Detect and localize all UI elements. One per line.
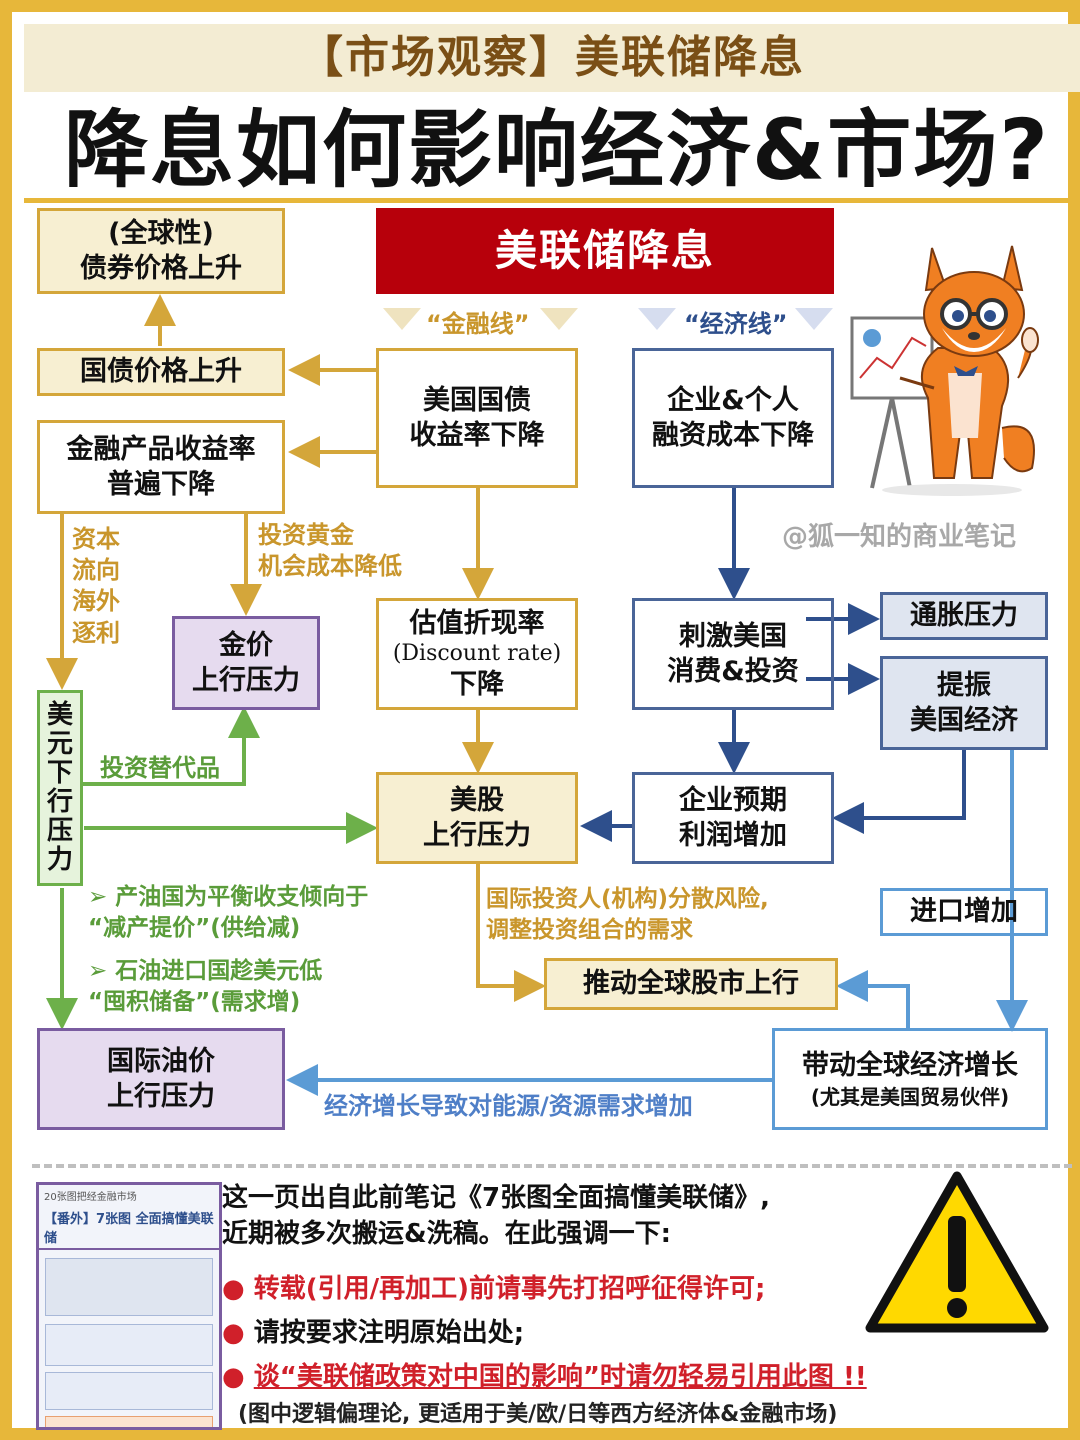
- thumb-title: 【番外】7张图 全面搞懂美联储: [39, 1206, 219, 1250]
- bullet-arrow-icon: ➢: [88, 884, 116, 910]
- watermark: @狐一知的商业笔记: [782, 522, 1017, 552]
- bullet-warning: ● 谈“美联储政策对中国的影响”时请勿轻易引用此图 !!: [222, 1362, 867, 1392]
- global-growth-box: 带动全球经济增长 (尤其是美国贸易伙伴): [772, 1028, 1048, 1130]
- global-stock-box: 推动全球股市上行: [544, 958, 838, 1010]
- discount-rate-down: 下降: [450, 668, 504, 700]
- thumb-header: 20张图把经金融市场: [44, 1192, 137, 1203]
- finance-line-label: “金融线”: [426, 310, 530, 338]
- capital-flow-label: 资本 流向 海外 逐利: [72, 525, 120, 647]
- finance-chevron-right: [540, 308, 578, 330]
- footer-line-1: 这一页出自此前笔记《7张图全面搞懂美联储》,: [222, 1183, 770, 1213]
- alt-investment-label: 投资替代品: [100, 754, 220, 782]
- discount-rate-box: 估值折现率 (Discount rate) 下降: [376, 598, 578, 710]
- footer-intro: 这一页出自此前笔记《7张图全面搞懂美联储》, 近期被多次搬运&洗稿。在此强调一下…: [222, 1180, 872, 1253]
- header: 【市场观察】美联储降息 降息如何影响经济&市场?: [24, 24, 1080, 203]
- header-divider: [24, 198, 1080, 203]
- economy-chevron-left: [638, 308, 676, 330]
- footer-bullets: ● 转载(引用/再加工)前请事先打招呼征得许可; ● 请按要求注明原始出处; ●…: [222, 1268, 1022, 1428]
- bullet-dot-icon: ●: [222, 1274, 254, 1304]
- page-title: 降息如何影响经济&市场?: [64, 101, 1050, 199]
- us-stock-box: 美股 上行压力: [376, 772, 578, 864]
- finance-chevron-left: [383, 308, 421, 330]
- footer-line-2: 近期被多次搬运&洗稿。在此强调一下:: [222, 1219, 672, 1250]
- economy-line-label: “经济线”: [684, 310, 788, 338]
- dollar-pressure-box: 美 元 下 行 压 力: [37, 690, 83, 886]
- oil-producers-label: ➢ 产油国为平衡收支倾向于 “减产提价”(供给减): [88, 884, 369, 942]
- gold-opportunity-label: 投资黄金 机会成本降低: [258, 521, 402, 581]
- bullet-arrow-icon: ➢: [88, 958, 116, 984]
- inflation-pressure-box: 通胀压力: [880, 592, 1048, 640]
- header-subtitle: 【市场观察】美联储降息: [24, 24, 1080, 92]
- warning-icon: [865, 1171, 1049, 1333]
- bullet-dot-icon: ●: [222, 1362, 254, 1392]
- corporate-earnings-box: 企业预期 利润增加: [632, 772, 834, 864]
- oil-importers-label: ➢ 石油进口国趁美元低 “囤积储备”(需求增): [88, 958, 323, 1016]
- fox-mascot-illustration: [850, 245, 1039, 496]
- us-treasury-yield-box: 美国国债 收益率下降: [376, 348, 578, 488]
- financial-yield-box: 金融产品收益率 普遍下降: [37, 420, 285, 514]
- global-growth-note: (尤其是美国贸易伙伴): [810, 1084, 1010, 1109]
- stimulate-consumption-box: 刺激美国 消费&投资: [632, 598, 834, 710]
- global-bond-price-box: (全球性) 债券价格上升: [37, 208, 285, 294]
- fed-rate-cut-box: 美联储降息: [376, 208, 834, 294]
- global-growth-title: 带动全球经济增长: [802, 1050, 1018, 1082]
- financing-cost-box: 企业&个人 融资成本下降: [632, 348, 834, 488]
- boost-us-economy-box: 提振 美国经济: [880, 656, 1048, 750]
- referenced-note-thumbnail: 20张图把经金融市场 【番外】7张图 全面搞懂美联储: [36, 1182, 222, 1430]
- energy-demand-label: 经济增长导致对能源/资源需求增加: [324, 1092, 693, 1120]
- gold-price-box: 金价 上行压力: [172, 616, 320, 710]
- intl-investors-label: 国际投资人(机构)分散风险, 调整投资组合的需求: [486, 886, 769, 944]
- footer-note: (图中逻辑偏理论, 更适用于美/欧/日等西方经济体&金融市场): [238, 1402, 838, 1427]
- imports-increase-box: 进口增加: [880, 888, 1048, 936]
- discount-rate-english: (Discount rate): [392, 641, 562, 667]
- treasury-price-box: 国债价格上升: [37, 348, 285, 396]
- bullet-dot-icon: ●: [222, 1318, 254, 1348]
- bullet-reprint: ● 转载(引用/再加工)前请事先打招呼征得许可;: [222, 1274, 766, 1304]
- section-divider: [32, 1164, 1072, 1168]
- discount-rate-title: 估值折现率: [409, 607, 545, 639]
- economy-chevron-right: [795, 308, 833, 330]
- oil-price-box: 国际油价 上行压力: [37, 1028, 285, 1130]
- bullet-source: ● 请按要求注明原始出处;: [222, 1318, 525, 1348]
- easel-board: [850, 316, 934, 400]
